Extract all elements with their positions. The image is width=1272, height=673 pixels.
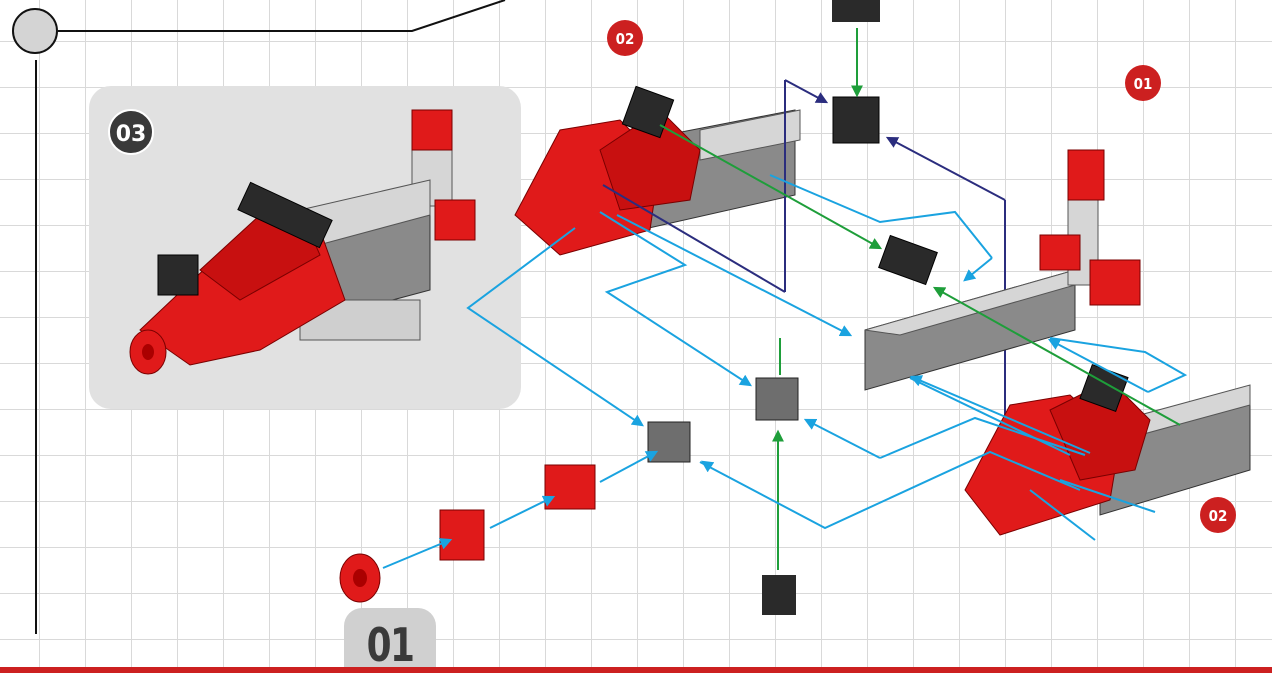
upper-bracket-assembly — [515, 86, 800, 255]
subassembly-03-model — [130, 110, 475, 374]
callout-badge-3: 02 — [1200, 497, 1236, 533]
middle-parts — [648, 338, 798, 615]
page-footer-bar — [0, 667, 1272, 673]
step-number: 01 — [354, 618, 426, 672]
step-marker-circle — [13, 9, 57, 53]
callout-badge-2: 01 — [1125, 65, 1161, 101]
svg-text:01: 01 — [1134, 75, 1153, 93]
step-number-tab: 01 — [344, 608, 436, 673]
svg-text:02: 02 — [616, 30, 635, 48]
subassembly-number: 03 — [116, 122, 147, 147]
red-part-chain — [340, 452, 656, 602]
main-beam-assembly — [865, 150, 1140, 390]
svg-text:02: 02 — [1209, 507, 1228, 525]
leader-line — [58, 0, 505, 31]
subassembly-badge: 03 — [109, 110, 153, 154]
callout-badge-1: 02 — [607, 20, 643, 56]
